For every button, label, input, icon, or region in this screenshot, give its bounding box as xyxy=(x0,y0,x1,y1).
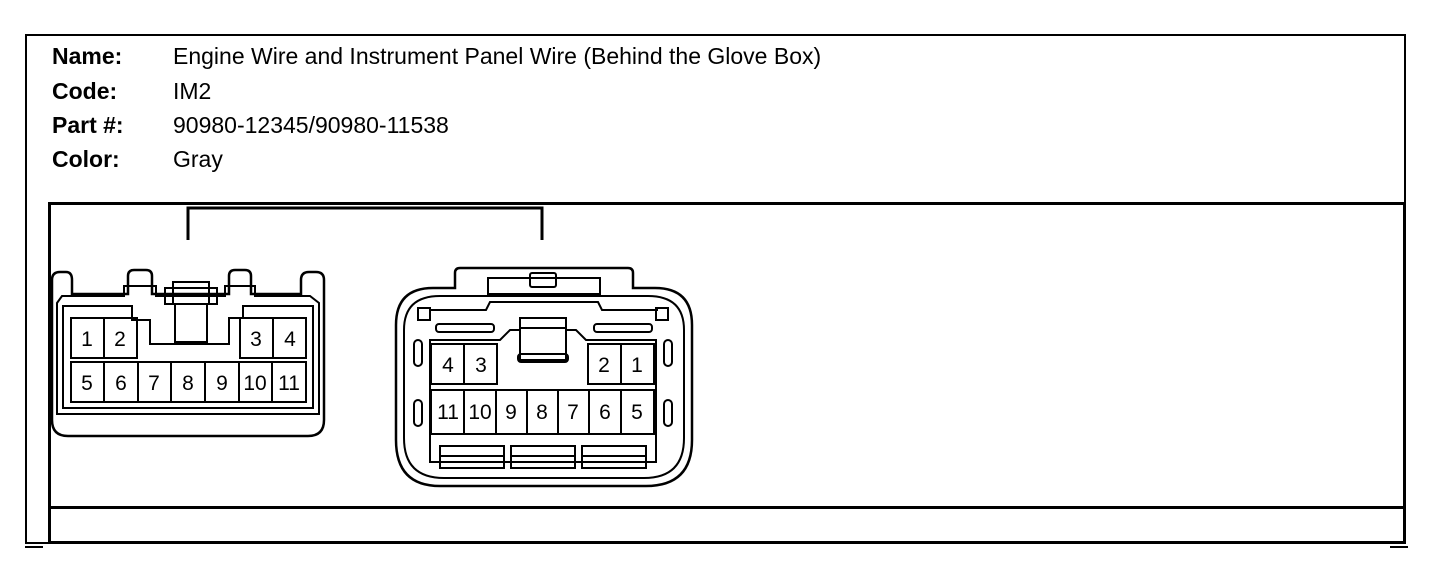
color-value: Gray xyxy=(173,146,223,172)
male-pin-6: 6 xyxy=(115,372,127,395)
male-pin-1: 1 xyxy=(81,328,93,351)
male-pin-4: 4 xyxy=(284,328,296,351)
male-pin-11: 11 xyxy=(278,372,300,395)
diagram-divider xyxy=(51,506,1403,509)
female-pin-2: 2 xyxy=(598,354,610,377)
female-pin-5: 5 xyxy=(631,401,643,424)
male-pin-3: 3 xyxy=(250,328,262,351)
female-pin-4: 4 xyxy=(442,354,454,377)
female-connector: 4 3 2 1 11 10 9 8 7 6 5 xyxy=(394,266,694,488)
male-connector: 1 2 3 4 5 6 7 8 9 10 11 xyxy=(50,268,326,438)
male-pin-7: 7 xyxy=(148,372,160,395)
female-pin-6: 6 xyxy=(599,401,611,424)
name-label: Name: xyxy=(52,43,123,69)
part-value: 90980-12345/90980-11538 xyxy=(173,112,449,138)
male-pin-5: 5 xyxy=(81,372,93,395)
female-pin-9: 9 xyxy=(505,401,517,424)
connector-diagram-area xyxy=(48,202,1406,544)
code-label: Code: xyxy=(52,78,118,104)
male-pin-9: 9 xyxy=(216,372,228,395)
mating-bracket xyxy=(186,206,544,240)
code-value: IM2 xyxy=(173,78,212,104)
female-pin-10: 10 xyxy=(468,401,491,424)
male-pin-8: 8 xyxy=(182,372,194,395)
male-pin-2: 2 xyxy=(114,328,126,351)
female-pin-3: 3 xyxy=(475,354,487,377)
name-value: Engine Wire and Instrument Panel Wire (B… xyxy=(173,43,822,69)
female-pin-11: 11 xyxy=(437,401,459,424)
female-pin-8: 8 xyxy=(536,401,548,424)
part-label: Part #: xyxy=(52,112,124,138)
female-pin-7: 7 xyxy=(567,401,579,424)
corner-mark-left xyxy=(25,546,43,548)
female-pin-1: 1 xyxy=(631,354,643,377)
color-label: Color: xyxy=(52,146,120,172)
male-pin-10: 10 xyxy=(243,372,266,395)
corner-mark-right xyxy=(1390,546,1408,548)
